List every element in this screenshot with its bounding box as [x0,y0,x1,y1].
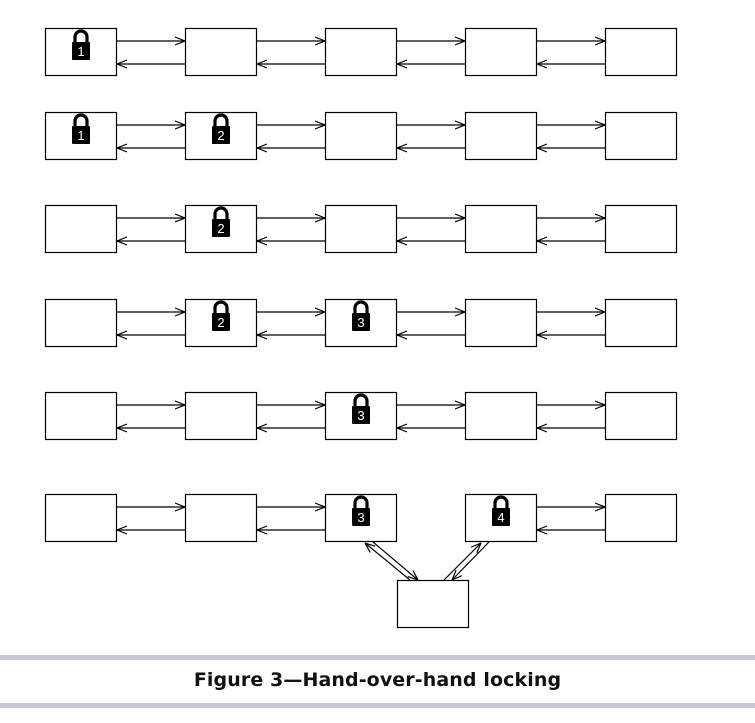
list-node [184,27,258,77]
lock-number: 1 [77,44,84,59]
prev-pointer-arrow [452,541,490,580]
padlock-icon: 4 [492,495,510,526]
padlock-shackle [493,495,509,508]
padlock-shackle [353,393,369,406]
figure-caption: Figure 3—Hand-over-hand locking [193,669,562,691]
list-node [184,391,258,441]
lock-number: 1 [77,128,84,143]
padlock-body [492,508,510,526]
padlock-body [352,406,370,424]
padlock-shackle [353,495,369,508]
padlock-shackle [213,206,229,219]
lock-number: 2 [217,128,224,143]
list-node [44,204,118,254]
prev-pointer-arrow [365,543,411,581]
list-node [604,298,678,348]
lock-number: 3 [357,510,364,525]
padlock-shackle [213,113,229,126]
padlock-icon: 1 [72,113,90,144]
padlock-icon: 2 [212,300,230,331]
padlock-icon: 3 [352,495,370,526]
list-row-3: 2 [44,204,678,254]
lock-number: 2 [217,315,224,330]
list-row-5: 3 [44,391,678,441]
list-node [604,493,678,543]
lock-number: 4 [497,510,504,525]
list-node [464,27,538,77]
padlock-body [212,126,230,144]
padlock-shackle [213,300,229,313]
list-node [464,111,538,161]
list-node [184,493,258,543]
lock-number: 2 [217,221,224,236]
padlock-icon: 3 [352,300,370,331]
padlock-icon: 1 [72,29,90,60]
list-node [44,298,118,348]
padlock-icon: 2 [212,113,230,144]
list-node [604,391,678,441]
list-node [604,27,678,77]
padlock-shackle [73,113,89,126]
list-node [324,111,398,161]
list-node [604,111,678,161]
padlock-shackle [353,300,369,313]
lock-number: 3 [357,315,364,330]
list-node [324,204,398,254]
padlock-icon: 3 [352,393,370,424]
list-row-1: 1 [44,27,678,77]
caption-top-rule [0,655,755,660]
padlock-body [212,313,230,331]
padlock-shackle [73,29,89,42]
padlock-body [72,126,90,144]
next-pointer-arrow [443,543,481,581]
list-node [464,204,538,254]
padlock-body [72,42,90,60]
list-node [44,493,118,543]
padlock-body [352,313,370,331]
lock-number: 3 [357,408,364,423]
list-node [604,204,678,254]
next-pointer-arrow [372,541,418,580]
padlock-body [212,219,230,237]
list-node [44,391,118,441]
list-node [324,27,398,77]
list-node [464,298,538,348]
list-node [464,391,538,441]
inserted-node [396,579,470,629]
caption-bottom-rule [0,703,755,708]
padlock-icon: 2 [212,206,230,237]
padlock-body [352,508,370,526]
